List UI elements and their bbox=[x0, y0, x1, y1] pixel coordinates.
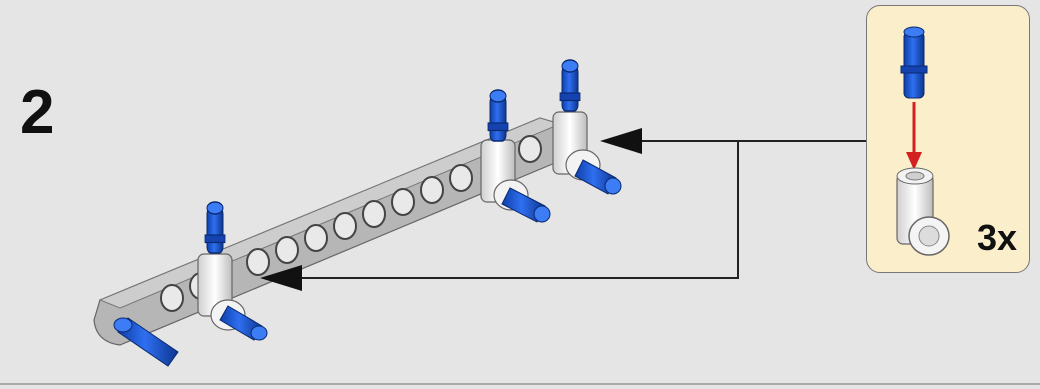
placement-arrow-icon bbox=[300, 140, 866, 279]
arrow-heads bbox=[260, 128, 642, 291]
callout-illustration bbox=[896, 26, 950, 256]
page-divider bbox=[0, 383, 1040, 385]
placement-arrow-icon bbox=[906, 102, 922, 170]
blue-axle-pin-icon bbox=[900, 26, 928, 99]
technic-pin-connector-icon bbox=[480, 89, 551, 223]
technic-pin-connector-icon bbox=[552, 59, 622, 195]
technic-pin-connector-icon bbox=[197, 201, 268, 341]
step-number: 2 bbox=[20, 78, 55, 147]
part-quantity: 3x bbox=[976, 217, 1017, 258]
technic-pin-connector-icon bbox=[896, 167, 950, 256]
blue-axle-pin-icon bbox=[113, 317, 179, 367]
parts-callout: 3x bbox=[866, 5, 1030, 273]
